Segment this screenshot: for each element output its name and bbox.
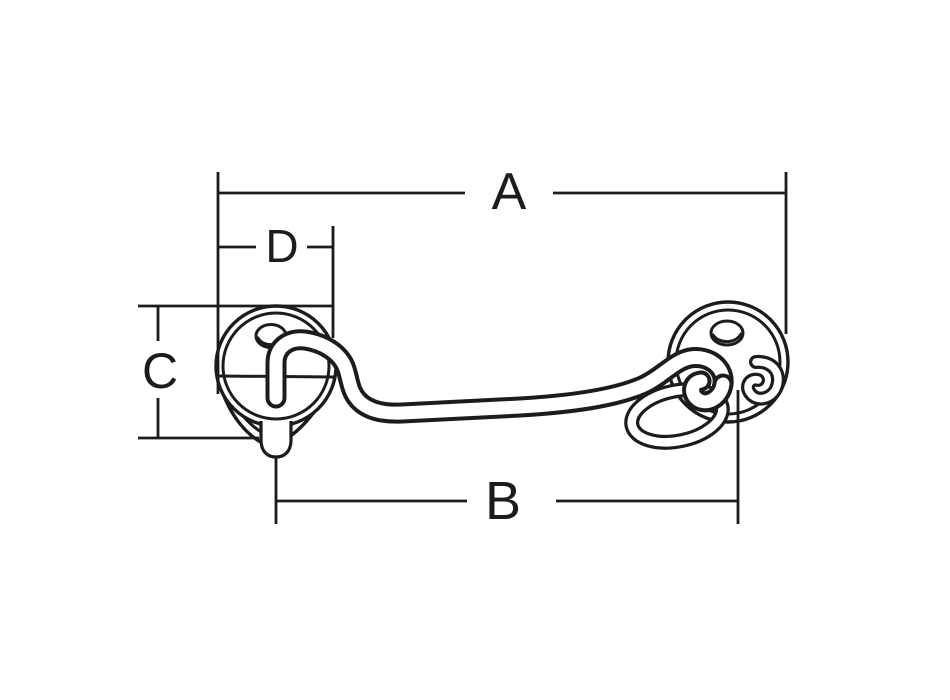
dimension-c: C xyxy=(138,304,333,440)
right-eye-staple xyxy=(741,355,785,406)
dim-label-a: A xyxy=(492,163,527,221)
dimension-b: B xyxy=(274,390,740,531)
hook-curl-front xyxy=(682,370,734,413)
dimension-d: D xyxy=(218,220,335,338)
left-plate-bottom-tab xyxy=(259,421,293,459)
dimension-a: A xyxy=(216,163,788,394)
dim-label-d: D xyxy=(265,220,298,272)
right-screw-hole-icon xyxy=(709,319,745,347)
dim-label-b: B xyxy=(485,471,521,531)
latch-ring xyxy=(624,382,730,450)
dim-label-c: C xyxy=(142,343,178,399)
latch-hardware-drawing xyxy=(214,300,790,459)
